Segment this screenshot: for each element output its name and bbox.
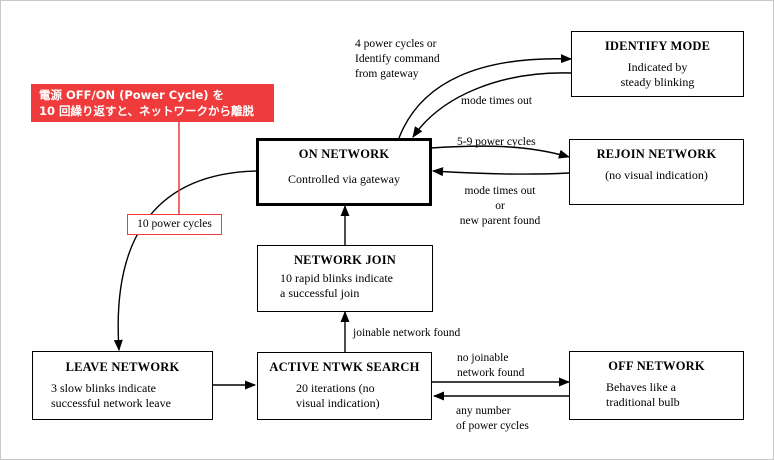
state-rejoin-network: REJOIN NETWORK (no visual indication) <box>569 139 744 205</box>
state-desc: 20 iterations (no visual indication) <box>296 381 380 410</box>
label-joinable-found: joinable network found <box>353 327 461 339</box>
label-to-identify: 4 power cycles or Identify command from … <box>355 38 440 80</box>
label-rejoin-back: mode times out or new parent found <box>459 185 541 227</box>
state-title: ON NETWORK <box>298 147 390 161</box>
state-network-join: NETWORK JOIN 10 rapid blinks indicate a … <box>257 245 433 312</box>
state-desc: 3 slow blinks indicate successful networ… <box>51 381 171 410</box>
state-title: IDENTIFY MODE <box>604 39 711 53</box>
label-to-leave: 10 power cycles <box>127 214 222 235</box>
state-active-ntwk-search: ACTIVE NTWK SEARCH 20 iterations (no vis… <box>257 352 432 420</box>
arrow-on-to-identify <box>398 54 573 139</box>
state-title: OFF NETWORK <box>608 359 705 373</box>
state-desc: Behaves like a traditional bulb <box>606 380 680 409</box>
state-title: REJOIN NETWORK <box>596 147 717 161</box>
arrow-on-to-leave <box>113 170 258 352</box>
japanese-callout: 電源 OFF/ON (Power Cycle) を 10 回繰り返すと、ネットワ… <box>31 84 274 122</box>
label-identify-timeout: mode times out <box>461 95 532 107</box>
label-power-cycles-back: any number of power cycles <box>456 405 529 432</box>
state-off-network: OFF NETWORK Behaves like a traditional b… <box>569 351 744 420</box>
state-title: LEAVE NETWORK <box>65 360 180 374</box>
arrow-identify-to-on <box>412 72 572 138</box>
arrow-on-to-rejoin <box>430 145 571 159</box>
state-desc: Indicated by steady blinking <box>620 60 695 89</box>
state-desc: Controlled via gateway <box>288 172 400 186</box>
state-identify-mode: IDENTIFY MODE Indicated by steady blinki… <box>571 31 744 97</box>
state-leave-network: LEAVE NETWORK 3 slow blinks indicate suc… <box>32 351 213 420</box>
state-desc: (no visual indication) <box>605 168 708 182</box>
state-on-network: ON NETWORK Controlled via gateway <box>256 138 432 206</box>
state-title: NETWORK JOIN <box>293 253 397 267</box>
state-desc: 10 rapid blinks indicate a successful jo… <box>280 271 393 300</box>
arrow-rejoin-to-on <box>431 167 570 177</box>
label-to-rejoin: 5-9 power cycles <box>457 136 536 148</box>
label-no-joinable: no joinable network found <box>457 352 525 379</box>
state-title: ACTIVE NTWK SEARCH <box>269 360 420 374</box>
